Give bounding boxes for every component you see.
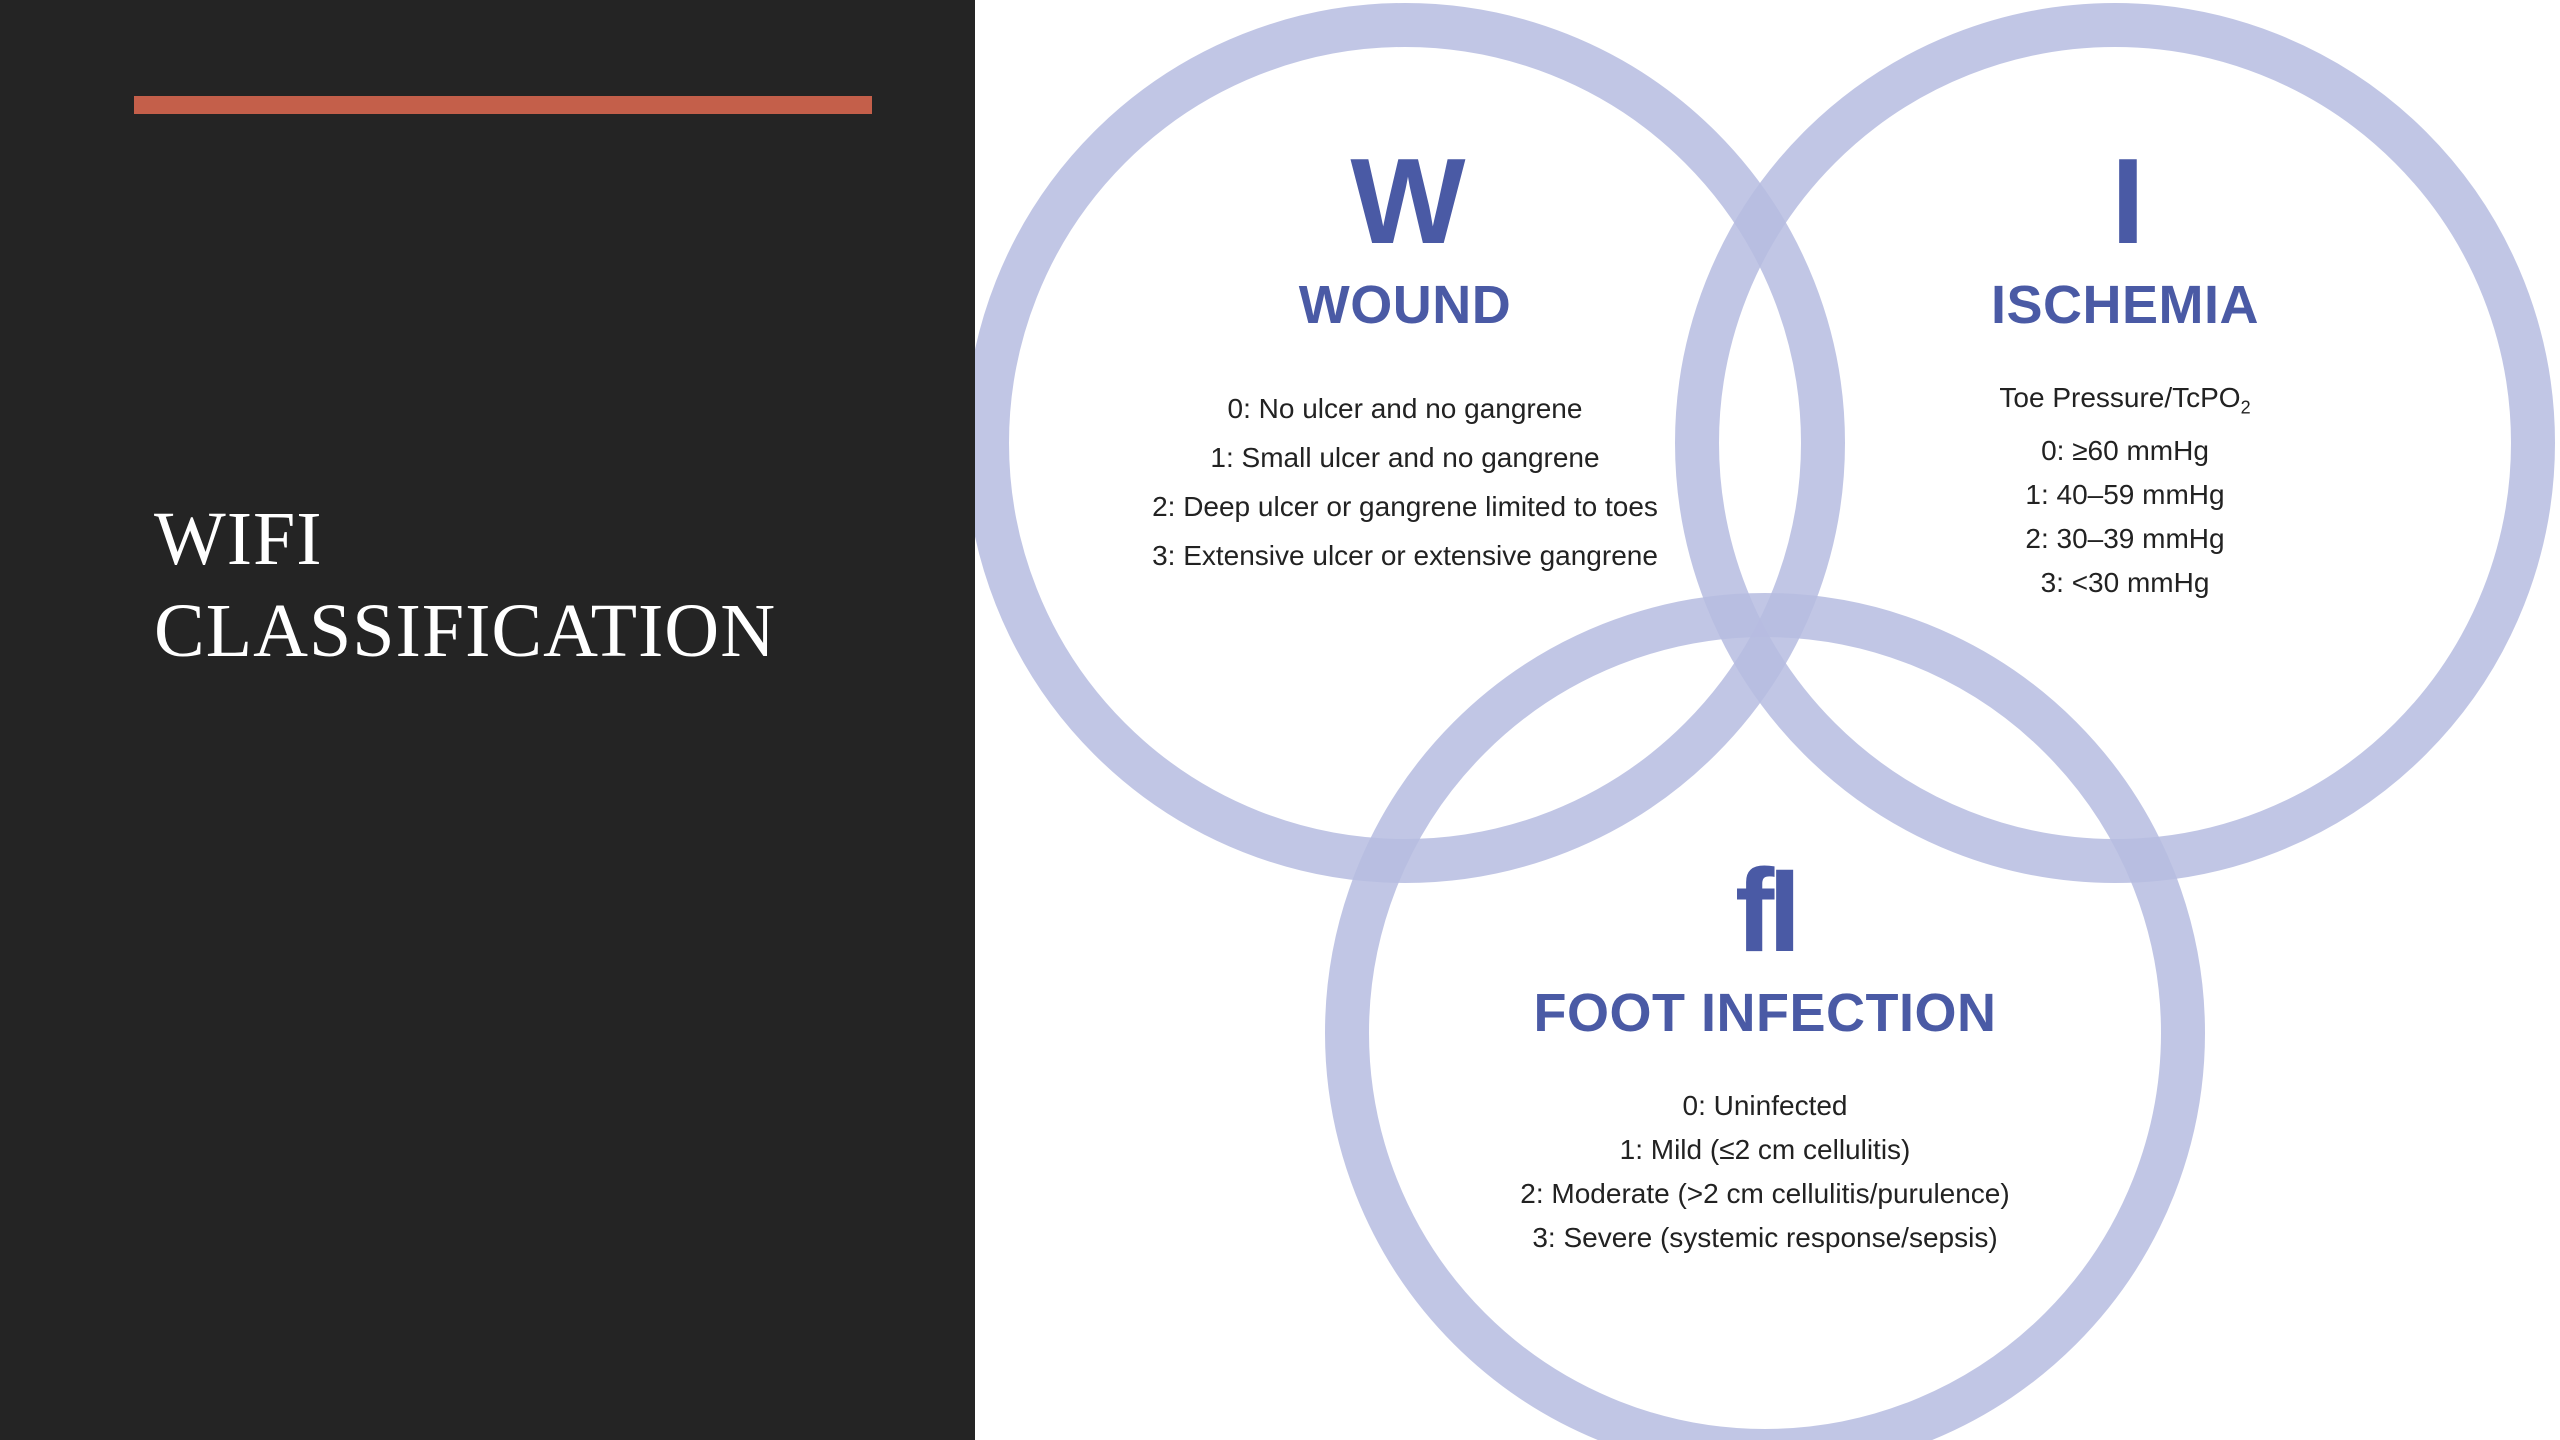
wound-grade-0: 0: No ulcer and no gangrene [1227,393,1583,424]
ischemia-subhead-subscript: 2 [2240,397,2251,418]
wound-name: WOUND [1298,275,1512,335]
wound-grade-1: 1: Small ulcer and no gangrene [1210,442,1600,473]
wound-block: W WOUND 0: No ulcer and no gangrene 1: S… [1005,140,1805,580]
slide-title: WIFI CLASSIFICATION [154,493,934,677]
wound-grade-2: 2: Deep ulcer or gangrene limited to toe… [1152,491,1658,522]
accent-bar [134,96,872,114]
wound-grades: 0: No ulcer and no gangrene 1: Small ulc… [1005,384,1805,580]
foot-infection-letter: fI [1734,845,1801,977]
ischemia-grade-2: 2: 30–39 mmHg [2025,522,2225,554]
ischemia-block: I ISCHEMIA Toe Pressure/TcPO2 0: ≥60 mmH… [1825,140,2425,605]
ischemia-grade-3: 3: <30 mmHg [2040,566,2210,598]
wifi-venn-diagram: W WOUND 0: No ulcer and no gangrene 1: S… [975,0,2560,1440]
foot-infection-ring [1325,593,2205,1440]
wound-grade-3: 3: Extensive ulcer or extensive gangrene [1152,540,1658,571]
ischemia-ring [1675,3,2555,883]
foot-infection-grade-1: 1: Mild (≤2 cm cellulitis) [1619,1134,1911,1165]
foot-infection-grade-3: 3: Severe (systemic response/sepsis) [1532,1222,1998,1253]
ischemia-subhead: Toe Pressure/TcPO2 [1825,382,2425,419]
foot-infection-block: fI FOOT INFECTION 0: Uninfected 1: Mild … [1365,852,2165,1260]
ischemia-grade-0: 0: ≥60 mmHg [2041,434,2209,466]
slide-title-line-1: WIFI [154,497,323,581]
foot-infection-grade-0: 0: Uninfected [1682,1090,1848,1121]
wound-letter: W [1350,133,1465,269]
ischemia-grades: 0: ≥60 mmHg 1: 40–59 mmHg 2: 30–39 mmHg … [1825,429,2425,605]
foot-infection-grades: 0: Uninfected 1: Mild (≤2 cm cellulitis)… [1365,1084,2165,1260]
foot-infection-name: FOOT INFECTION [1533,983,1997,1043]
ischemia-letter: I [2111,133,2145,269]
ischemia-name: ISCHEMIA [1990,275,2259,335]
foot-infection-grade-2: 2: Moderate (>2 cm cellulitis/purulence) [1520,1178,2010,1209]
ischemia-grade-1: 1: 40–59 mmHg [2025,478,2225,510]
slide-title-line-2: CLASSIFICATION [154,589,777,673]
left-panel: WIFI CLASSIFICATION [0,0,975,1440]
venn-rings [975,3,2555,1440]
ischemia-subhead-text: Toe Pressure/TcPO [1999,382,2241,413]
